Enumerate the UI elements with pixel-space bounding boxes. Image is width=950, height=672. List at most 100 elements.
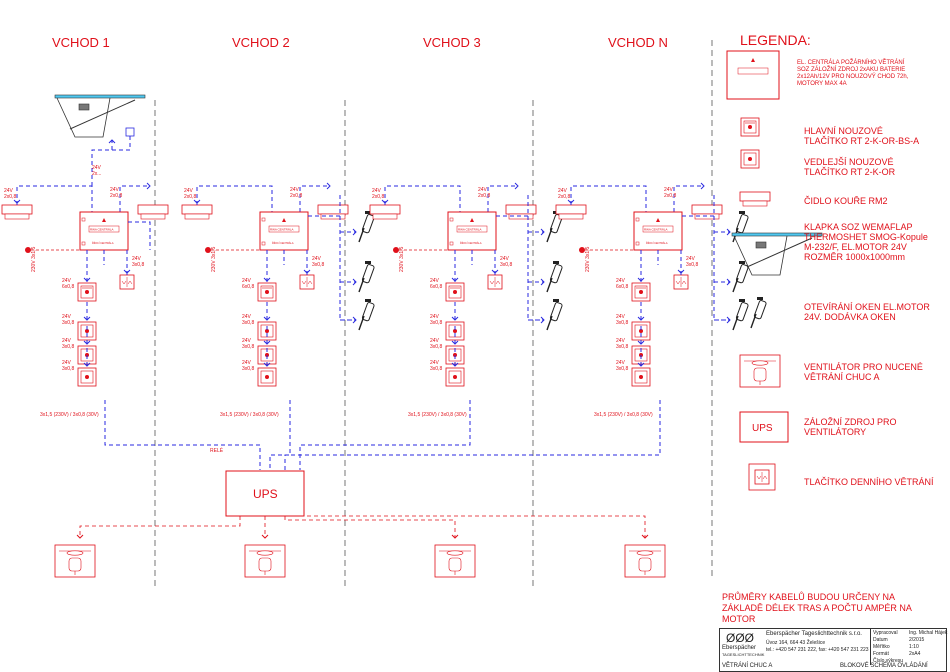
button-dot [453,375,457,379]
flap-cable [91,140,113,186]
day-button-col-4 [673,274,689,290]
day-button-col-2 [299,274,315,290]
label-2x08: 2x0,8 [184,194,196,200]
central-code: RWA CENTRÁLA [644,228,668,232]
down-arrow-icon [756,475,762,480]
tb-project: VĚTRÁNÍ CHUC A [722,663,773,669]
fan-blade [446,550,464,556]
motor-shaft [732,315,739,331]
motor-shaft [546,315,553,331]
label-3x08: 3x0,8 [132,262,144,268]
side-button-col-2-3 [257,367,277,387]
button-dot [639,329,643,333]
motor-body [361,264,375,284]
label-24v: 24V [478,187,488,193]
sensor-body [317,204,349,215]
arrow-head [146,182,151,190]
central-indicator [449,217,454,222]
side-button-col-4-3 [631,367,651,387]
label-230v: 230V 3x1,5 [31,246,37,272]
legend-main-button-symbol [740,117,760,137]
label-2x08: 2x0,8 [110,193,122,199]
central-code: RWA CENTRÁLA [270,228,294,232]
tb-value-scale: 1:10 [909,644,919,650]
label-24v: 24V [312,256,322,262]
warning-triangle [282,218,286,222]
motor-head [739,299,745,302]
company-name: Eberspächer Tageslichttechnik s.r.o. [766,631,862,637]
arrow-head [637,277,645,282]
motor-head [739,211,745,214]
column-header-n: VCHOD N [608,35,668,50]
tb-label-date: Datum [873,637,888,643]
legend-day-frame [748,463,776,491]
label-6x08: 6x0,8 [616,284,628,290]
motor-body [549,264,563,284]
legend-side-button: VEDLEJŠÍ NOUZOVÉ TLAČÍTKO RT 2-K-OR [804,157,896,177]
button-dot [85,329,89,333]
arrow-head [83,362,91,367]
arrow-head [540,278,545,286]
fan-motor [753,367,767,382]
power-feed [393,247,399,253]
arrow-head [451,362,459,367]
flap-glass [731,232,823,237]
central-indicator [449,241,454,246]
output-cable [299,185,330,212]
label-24v: 24V [616,360,626,366]
arrow-head [83,277,91,282]
button-dot [639,290,643,294]
label-24v: 24V [92,165,102,171]
arrow-head [352,278,357,286]
central-label-plate [88,225,120,233]
window-motor-col-2-3 [358,299,375,331]
cable-run-label: 3x1,5 (230V) / 3x0,8 (30V) [408,412,467,418]
label-3x08: 3x0,8 [616,320,628,326]
tb-label-number: Číslo výkresu [873,658,904,664]
output-cable [487,185,518,212]
smoke-sensor-col-3 [369,204,401,220]
legend-day-button: TLAČÍTKO DENNÍHO VĚTRÁNÍ [804,477,934,487]
label-24v: 24V [62,314,72,320]
sensor-base [742,200,768,207]
legend-fan-symbol [739,354,781,388]
power-feed [579,247,585,253]
label-230v: 230V 3x1,5 [585,246,591,272]
smoke-sensor-right-3 [505,204,537,220]
fan-cable [284,516,456,538]
arrow-head [261,534,269,539]
arrow-head [726,316,731,324]
arrow-head [540,316,545,324]
legend-motor-symbol [750,297,767,329]
central-indicator [635,217,640,222]
label-24v: 24V [430,278,440,284]
central-indicator [81,217,86,222]
up-arrow-icon [127,280,133,285]
label-3x08: 3x0,8 [62,366,74,372]
motor-body [549,302,563,322]
motor-head [739,261,745,264]
arrow-head [451,316,459,321]
motor-shaft [546,227,553,243]
arrow-head [193,199,201,204]
sensor-body [369,204,401,215]
column-header-1: VCHOD 1 [52,35,110,50]
legend-main-button: HLAVNÍ NOUZOVÉ TLAČÍTKO RT 2-K-OR-BS-A [804,126,920,146]
motor-shaft [750,313,757,329]
fan-cable [300,515,646,538]
tb-label-format: Formát [873,651,889,657]
window-motor-col-3-2 [546,261,563,293]
main-button-col-3 [445,282,465,302]
button-dot [453,329,457,333]
motor-body [361,302,375,322]
arrow-head [303,269,311,274]
motor-head [757,297,763,300]
warning-triangle [470,218,474,222]
motor-body [735,214,749,234]
company-logo: ØØØ Eberspächer TAGESLICHTTECHNIK [722,631,764,659]
legend-ups-symbol [739,411,789,443]
flap-arm [69,99,136,130]
label-24v: 24V [372,188,382,194]
motor-body [361,214,375,234]
output-cable [119,185,150,212]
